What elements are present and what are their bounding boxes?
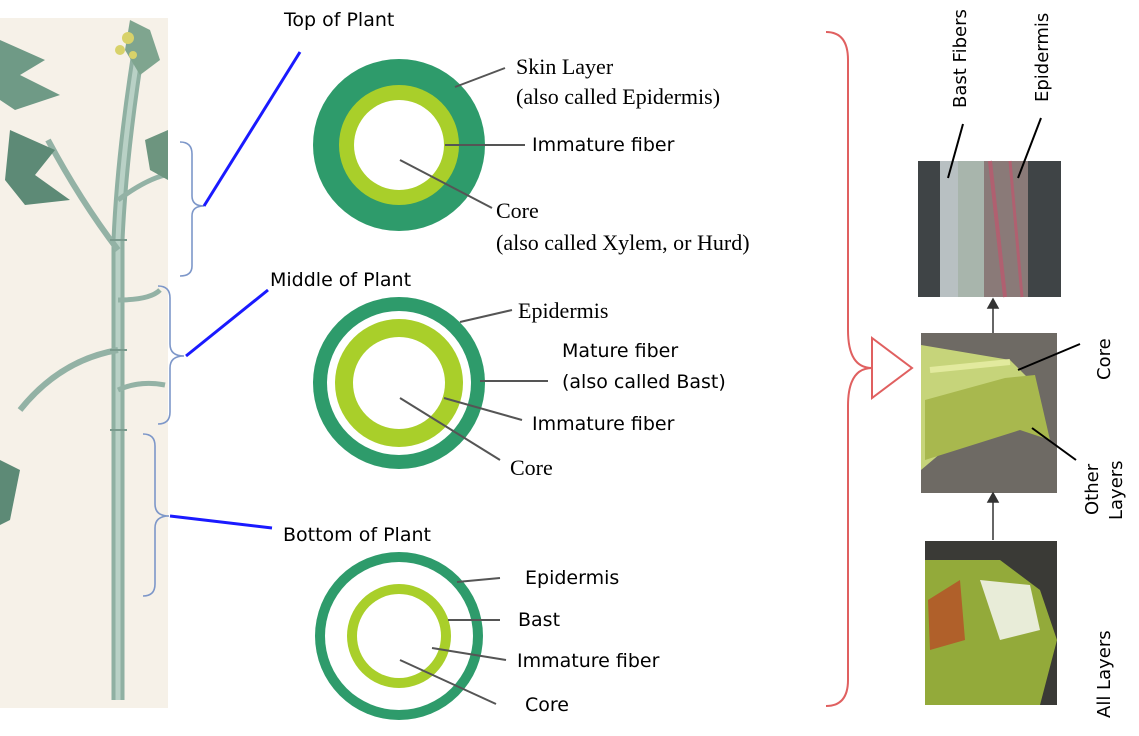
top-core-sublabel: (also called Xylem, or Hurd) bbox=[496, 230, 750, 255]
bottom-leader bbox=[170, 516, 272, 528]
photo-core-other-layers bbox=[921, 333, 1057, 493]
middle-epidermis-label: Epidermis bbox=[518, 298, 608, 323]
other-layers-label-line2: Layers bbox=[1106, 460, 1127, 520]
bottom-core bbox=[357, 594, 441, 678]
bottom-bast-label: Bast bbox=[518, 609, 560, 631]
bottom-of-plant-label: Bottom of Plant bbox=[283, 524, 431, 546]
middle-leader bbox=[186, 290, 268, 356]
bottom-epidermis-label: Epidermis bbox=[525, 567, 619, 589]
stem-photos bbox=[918, 118, 1080, 705]
top-immature-fiber-label: Immature fiber bbox=[532, 134, 675, 156]
hemp-plant-illustration bbox=[0, 18, 168, 708]
bast-fibers-label: Bast Fibers bbox=[950, 9, 971, 108]
bottom-immature-fiber-label: Immature fiber bbox=[517, 650, 660, 672]
middle-mature-fiber-label: Mature fiber bbox=[562, 340, 678, 362]
top-skin-layer-label: Skin Layer bbox=[516, 54, 614, 79]
middle-of-plant-label: Middle of Plant bbox=[270, 269, 411, 291]
middle-core bbox=[353, 337, 445, 429]
bottom-cross-section: Epidermis Bast Immature fiber Core bbox=[315, 552, 660, 720]
photo-epidermis-label: Epidermis bbox=[1032, 13, 1053, 102]
middle-mature-fiber-sublabel: (also called Bast) bbox=[562, 371, 726, 393]
red-arrow-triangle bbox=[872, 338, 912, 398]
top-stem-brace bbox=[180, 142, 204, 276]
red-curly-brace bbox=[826, 32, 872, 706]
top-of-plant-label: Top of Plant bbox=[283, 9, 394, 31]
middle-cross-section: Epidermis Mature fiber (also called Bast… bbox=[313, 297, 726, 480]
photo-all-layers bbox=[925, 541, 1057, 705]
photo-core-label: Core bbox=[1094, 338, 1115, 380]
middle-core-label: Core bbox=[510, 455, 553, 480]
photo-bast-epidermis bbox=[918, 161, 1061, 297]
middle-immature-fiber-label: Immature fiber bbox=[532, 413, 675, 435]
top-leader bbox=[204, 52, 300, 206]
top-core-label: Core bbox=[496, 198, 539, 223]
all-layers-label: All Layers bbox=[1094, 630, 1115, 718]
other-layers-label-line1: Other bbox=[1082, 463, 1103, 515]
grouping-brace bbox=[826, 32, 912, 706]
bottom-core-label: Core bbox=[525, 694, 569, 716]
top-cross-section: Skin Layer (also called Epidermis) Immat… bbox=[313, 54, 750, 255]
top-skin-layer-sublabel: (also called Epidermis) bbox=[516, 84, 720, 109]
